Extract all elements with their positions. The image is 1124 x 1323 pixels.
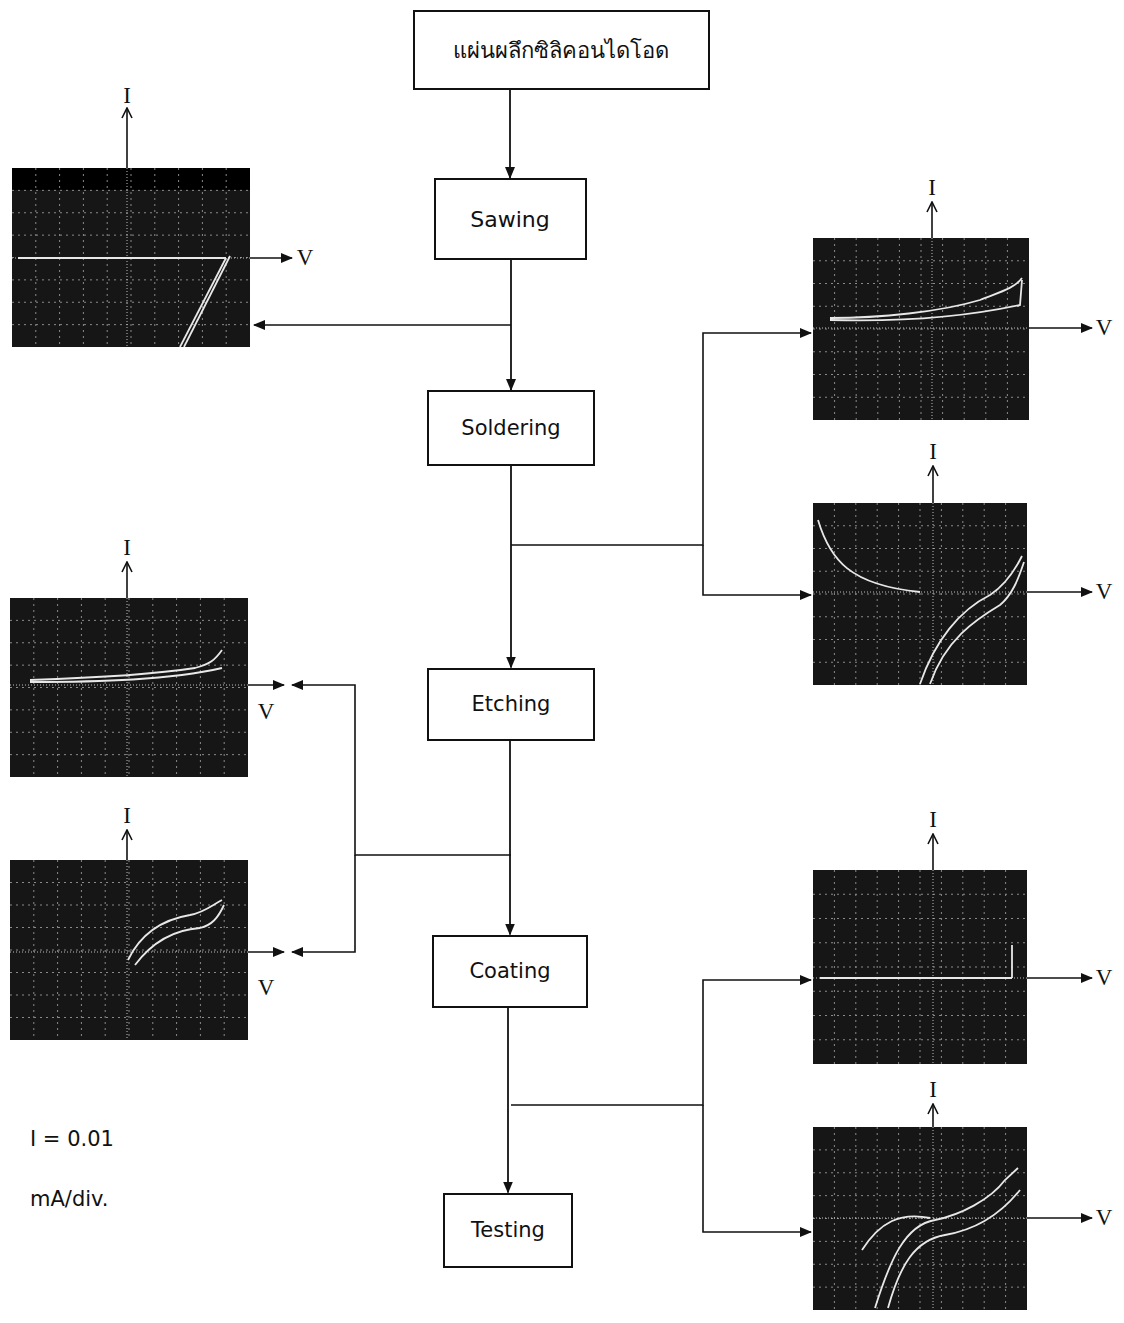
oscilloscope-screen [813, 202, 1092, 420]
screen-ground [12, 168, 250, 347]
oscilloscope-screen [10, 562, 284, 777]
screen-grid [813, 870, 1027, 1064]
iv-trace [862, 1168, 1020, 1308]
iv-trace [820, 945, 1012, 978]
box-text: Etching [472, 692, 551, 716]
axis-label: I [929, 807, 937, 832]
oscilloscope-screen [813, 1104, 1092, 1310]
measurement-branch [703, 1105, 811, 1232]
screen-ground [10, 860, 248, 1040]
screen-ground [813, 503, 1027, 685]
flow-arrow [510, 466, 512, 668]
process-box: Coating [432, 935, 588, 1008]
scale-note: I = 0.01 [30, 1128, 114, 1151]
process-box: Sawing [434, 178, 587, 260]
voltage-axis [250, 257, 292, 259]
process-box: แผ่นผลึกซิลิคอนไดโอด [413, 10, 710, 90]
screen-grid [813, 503, 1027, 685]
process-box: Testing [443, 1193, 573, 1268]
measurement-branch [254, 324, 511, 326]
box-text: Testing [471, 1218, 545, 1242]
iv-trace [30, 650, 222, 682]
oscilloscope-screen [813, 466, 1092, 685]
oscilloscope-screen [813, 834, 1092, 1064]
voltage-axis [1027, 1217, 1092, 1219]
process-box: Etching [427, 668, 595, 741]
current-axis [932, 834, 934, 870]
current-axis [126, 830, 128, 860]
axis-label: V [1096, 965, 1113, 990]
iv-trace [18, 256, 230, 347]
process-box: Soldering [427, 390, 595, 466]
screen-ground [813, 870, 1027, 1064]
axis-label: I [928, 175, 936, 200]
flow-arrow [509, 741, 511, 935]
axis-label: V [1096, 579, 1113, 604]
screen-grid [10, 598, 248, 777]
axis-label: V [297, 245, 314, 270]
axis-label: V [1096, 1205, 1113, 1230]
flow-arrow [507, 1008, 509, 1193]
measurement-branch [703, 545, 811, 595]
screen-ground [813, 1127, 1027, 1310]
voltage-axis [248, 684, 284, 686]
screen-grid [813, 238, 1029, 420]
current-axis [931, 202, 933, 238]
axis-label: I [123, 803, 131, 828]
scale-note: mA/div. [30, 1188, 109, 1211]
box-text: Soldering [461, 416, 560, 440]
current-axis [932, 466, 934, 503]
screen-grid [10, 860, 248, 1040]
box-text: Sawing [470, 207, 549, 232]
axis-label: I [929, 439, 937, 464]
box-text: Coating [469, 959, 550, 983]
flow-arrow [510, 260, 512, 390]
screen-ground [813, 238, 1029, 420]
iv-trace [128, 900, 224, 965]
current-axis [126, 562, 128, 598]
axis-label: V [1096, 315, 1113, 340]
flow-arrow [509, 90, 511, 178]
screen-grid [12, 168, 250, 347]
current-axis [126, 108, 128, 168]
voltage-axis [1027, 591, 1092, 593]
current-axis [932, 1104, 934, 1127]
voltage-axis [1027, 977, 1092, 979]
measurement-branch [292, 855, 355, 952]
axis-label: V [258, 699, 275, 724]
box-text: แผ่นผลึกซิลิคอนไดโอด [453, 33, 669, 68]
iv-trace [830, 278, 1022, 320]
oscilloscope-screen [12, 108, 292, 347]
voltage-axis [248, 951, 284, 953]
voltage-axis [1029, 327, 1092, 329]
axis-label: V [258, 975, 275, 1000]
axis-label: I [123, 535, 131, 560]
axis-label: I [929, 1077, 937, 1102]
screen-ground [10, 598, 248, 777]
screen-grid [813, 1127, 1027, 1310]
iv-trace [818, 520, 1024, 684]
oscilloscope-screen [10, 830, 284, 1040]
axis-label: I [123, 83, 131, 108]
